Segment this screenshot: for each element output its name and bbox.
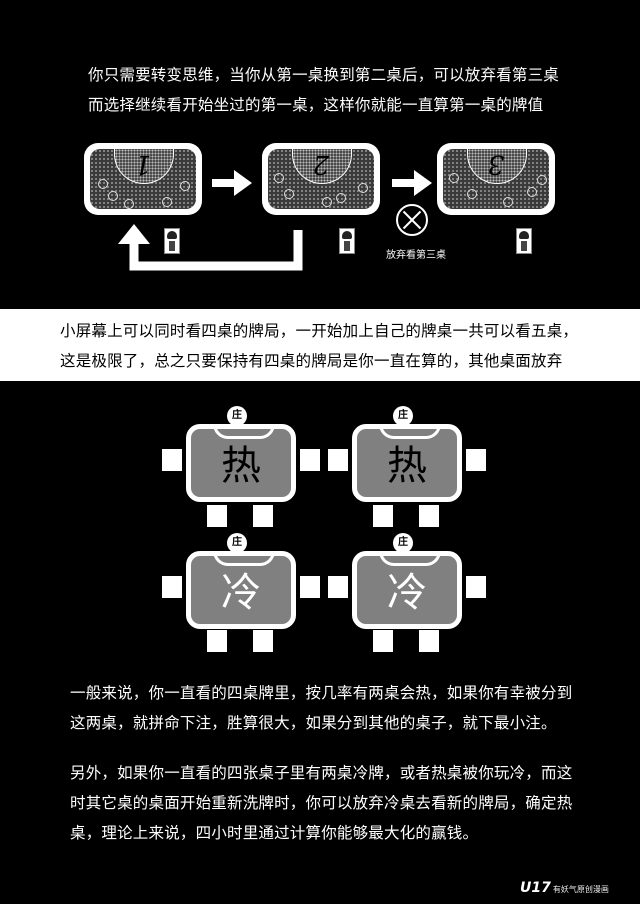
dealer-badge: 庄	[393, 406, 413, 426]
seat	[162, 576, 182, 598]
table-number-1: 1	[134, 149, 152, 179]
intro-line-2: 而选择继续看开始坐过的第一桌，这样你就能一直算第一桌的牌值	[88, 96, 544, 114]
seat	[207, 630, 227, 652]
para2-line-2: 时其它桌的桌面开始重新洗牌时，你可以放弃冷桌去看新的牌局，确定热	[70, 794, 573, 812]
character-icon	[339, 228, 355, 254]
para1-line-1: 一般来说，你一直看的四桌牌里，按几率有两桌会热，如果你有幸被分到	[70, 684, 573, 702]
dealer-badge: 庄	[227, 406, 247, 426]
band-line-1: 小屏幕上可以同时看四桌的牌局，一开始加上自己的牌桌一共可以看五桌，	[60, 322, 579, 340]
seat	[253, 505, 273, 527]
table-card-2: 2	[262, 143, 380, 215]
seat	[373, 505, 393, 527]
para2-line-1: 另外，如果你一直看的四张桌子里有两桌冷牌，或者热桌被你玩冷，而这	[70, 764, 573, 782]
cold-table: 冷	[352, 551, 462, 629]
cold-label: 冷	[387, 570, 427, 616]
seat	[419, 505, 439, 527]
dealer-badge: 庄	[393, 533, 413, 553]
band-line-2: 这是极限了，总之只要保持有四桌的牌局是你一直在算的，其他桌面放弃	[60, 352, 563, 370]
seat	[419, 630, 439, 652]
white-band	[0, 309, 640, 381]
seat	[466, 576, 486, 598]
skip-table-label: 放弃看第三桌	[386, 250, 446, 261]
seat	[300, 576, 320, 598]
hot-label: 热	[387, 443, 427, 489]
cold-table: 冷	[186, 551, 296, 629]
right-arrow-icon	[392, 170, 432, 196]
dealer-badge: 庄	[227, 533, 247, 553]
seat	[162, 449, 182, 471]
logo-brand: U17	[520, 880, 551, 896]
para2-line-3: 桌，理论上来说，四小时里通过计算你能够最大化的赢钱。	[70, 824, 479, 842]
seat	[328, 576, 348, 598]
seat	[328, 449, 348, 471]
seat	[373, 630, 393, 652]
seat	[253, 630, 273, 652]
character-icon	[164, 228, 180, 254]
seat	[466, 449, 486, 471]
return-arrow-icon	[118, 224, 303, 271]
intro-line-1: 你只需要转变思维，当你从第一桌换到第二桌后，可以放弃看第三桌	[88, 66, 560, 84]
seat	[300, 449, 320, 471]
seat	[207, 505, 227, 527]
table-number-3: 3	[487, 149, 505, 179]
right-arrow-icon	[212, 170, 252, 196]
cross-icon	[396, 204, 428, 236]
character-icon	[516, 228, 532, 254]
table-number-2: 2	[312, 149, 330, 179]
para1-line-2: 这两桌，就拼命下注，胜算很大，如果分到其他的桌子，就下最小注。	[70, 714, 557, 732]
cold-label: 冷	[221, 570, 261, 616]
table-card-3: 3	[437, 143, 555, 215]
hot-table: 热	[352, 424, 462, 502]
table-card-1: 1	[84, 143, 202, 215]
logo-subtitle: 有妖气原创漫画	[552, 885, 609, 894]
hot-label: 热	[221, 443, 261, 489]
hot-table: 热	[186, 424, 296, 502]
